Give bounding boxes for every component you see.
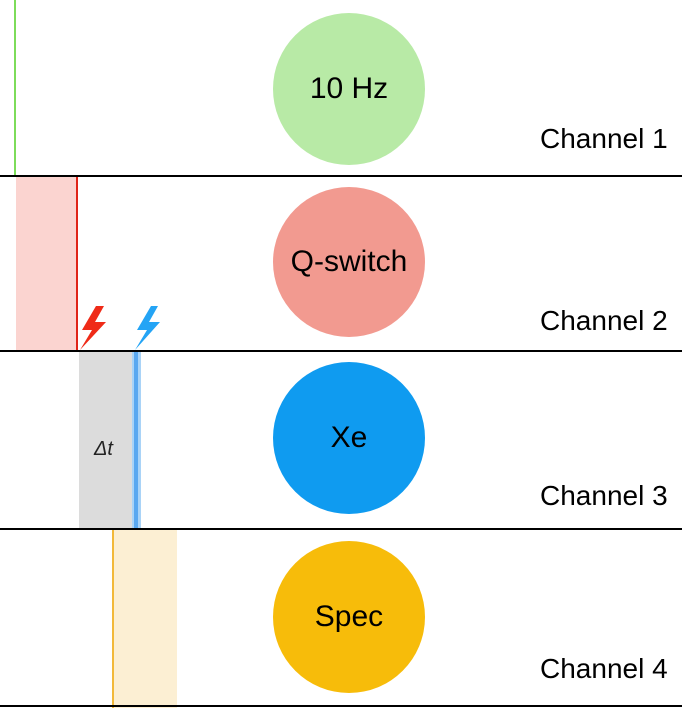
channel-1-green-pulse-line [14,0,16,176]
channel-1-divider [0,175,682,177]
channel-3-delay-gray-region [79,351,132,529]
channel-3-blue-pulse-core [134,351,138,529]
channel-3-circle: Xe [273,362,425,514]
channel-4-label: Channel 4 [540,653,668,684]
channel-1-circle: 10 Hz [273,13,425,165]
channel-3-label: Channel 3 [540,480,668,511]
lightning-bolt-icon [135,306,160,350]
channel-3-divider [0,528,682,530]
channel-2-red-shaded-region [16,176,76,351]
channel-2-divider [0,350,682,352]
lightning-bolt-icon [80,306,106,350]
channel-4-orange-shaded-region [114,529,177,708]
channel-4-divider [0,705,682,707]
channel-2-label: Channel 2 [540,305,668,336]
channel-4-circle: Spec [273,541,425,693]
channel-2-circle: Q-switch [273,187,425,337]
delay-label: Δt [94,438,113,460]
channel-2-red-pulse-line [76,176,78,351]
channel-1-label: Channel 1 [540,123,668,154]
channel-4-orange-pulse-line [112,529,114,708]
